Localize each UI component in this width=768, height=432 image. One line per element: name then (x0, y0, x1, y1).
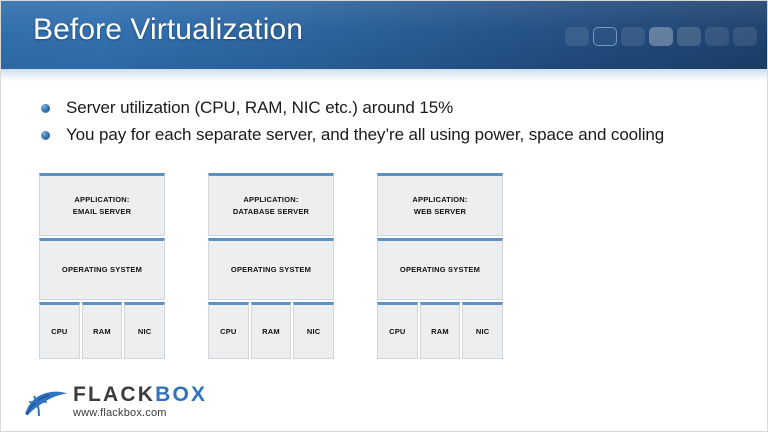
application-name: DATABASE SERVER (232, 206, 310, 216)
header-square-1 (565, 27, 589, 46)
application-name: WEB SERVER (413, 206, 467, 216)
application-layer: APPLICATION: DATABASE SERVER (208, 173, 334, 236)
hardware-cell-cpu: CPU (377, 302, 418, 359)
logo-word-box: BOX (155, 383, 208, 406)
operating-system-layer: OPERATING SYSTEM (208, 238, 334, 300)
page-title: Before Virtualization (33, 13, 304, 46)
header-glow-strip (1, 69, 767, 82)
hardware-cell-ram: RAM (81, 302, 123, 359)
application-label: APPLICATION: (243, 195, 299, 205)
header-square-5 (677, 27, 701, 46)
header-square-4 (649, 27, 673, 46)
hardware-cell-nic: NIC (124, 302, 166, 359)
operating-system-layer: OPERATING SYSTEM (39, 238, 165, 300)
application-layer: APPLICATION: WEB SERVER (377, 173, 503, 236)
logo-word-flack: FLACK (73, 383, 156, 406)
hardware-cell-nic: NIC (462, 302, 504, 359)
bullet-text: You pay for each separate server, and th… (66, 125, 665, 145)
hardware-row: CPU RAM NIC (39, 302, 166, 359)
hardware-cell-nic: NIC (293, 302, 335, 359)
header-square-6 (705, 27, 729, 46)
hardware-cell-ram: RAM (250, 302, 292, 359)
header-square-7 (733, 27, 757, 46)
server-stack-email: APPLICATION: EMAIL SERVER OPERATING SYST… (39, 173, 166, 359)
hardware-cell-ram: RAM (419, 302, 461, 359)
bullet-list: Server utilization (CPU, RAM, NIC etc.) … (41, 97, 741, 152)
application-label: APPLICATION: (74, 195, 130, 205)
bullet-sphere-icon (41, 104, 50, 113)
server-diagram-group: APPLICATION: EMAIL SERVER OPERATING SYST… (39, 173, 739, 359)
application-layer: APPLICATION: EMAIL SERVER (39, 173, 165, 236)
flackbox-logo[interactable]: FLACKBOX www.flackbox.com (23, 384, 207, 419)
header-square-2 (593, 27, 617, 46)
header-decorative-squares (565, 27, 757, 46)
server-stack-database: APPLICATION: DATABASE SERVER OPERATING S… (208, 173, 335, 359)
hardware-cell-cpu: CPU (39, 302, 80, 359)
flackbox-swoosh-icon (25, 391, 67, 416)
logo-text-block: FLACKBOX www.flackbox.com (73, 384, 207, 419)
bullet-sphere-icon (41, 131, 50, 141)
hardware-row: CPU RAM NIC (208, 302, 335, 359)
logo-url: www.flackbox.com (73, 407, 167, 419)
application-name: EMAIL SERVER (72, 206, 132, 216)
server-stack-web: APPLICATION: WEB SERVER OPERATING SYSTEM… (377, 173, 504, 359)
bullet-item: You pay for each separate server, and th… (41, 124, 741, 146)
slide-header-banner (1, 1, 767, 69)
application-label: APPLICATION: (412, 195, 468, 205)
logo-wordmark: FLACKBOX (73, 384, 207, 405)
bullet-item: Server utilization (CPU, RAM, NIC etc.) … (41, 97, 741, 119)
operating-system-layer: OPERATING SYSTEM (377, 238, 503, 300)
bullet-text: Server utilization (CPU, RAM, NIC etc.) … (66, 98, 454, 117)
header-square-3 (621, 27, 645, 46)
hardware-cell-cpu: CPU (208, 302, 249, 359)
hardware-row: CPU RAM NIC (377, 302, 504, 359)
